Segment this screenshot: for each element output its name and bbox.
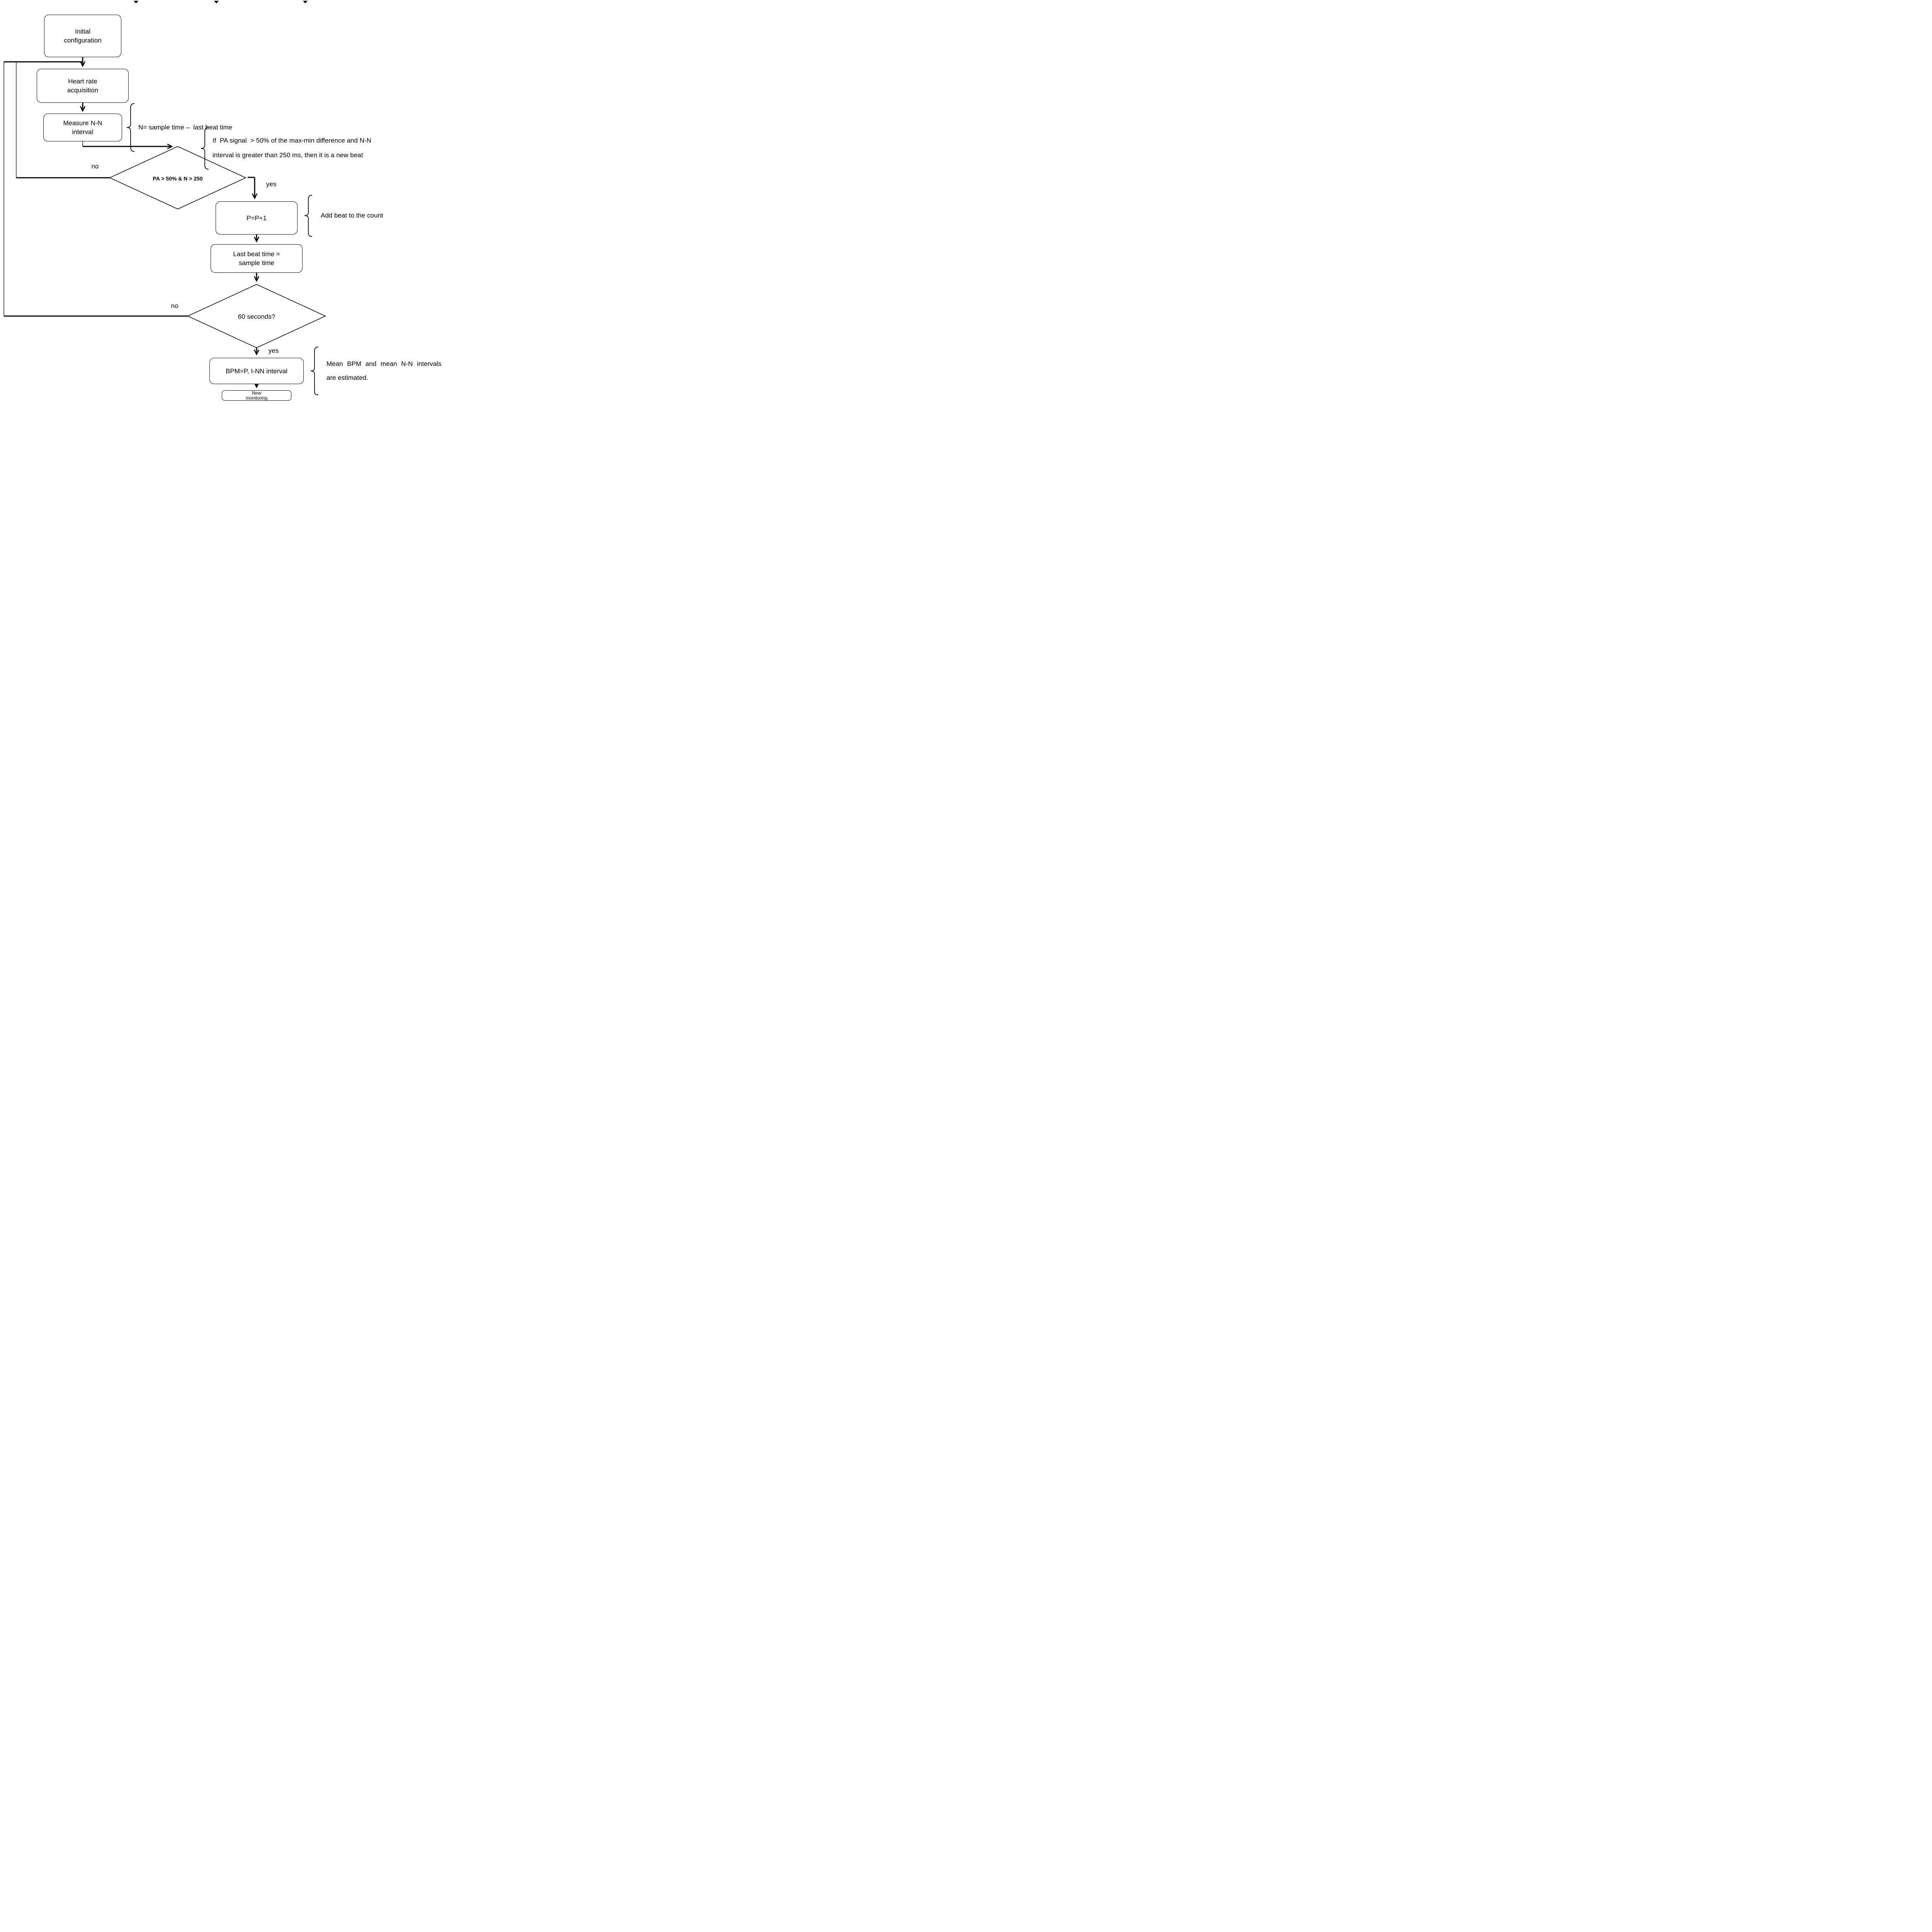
decision-pa-label: PA > 50% & N > 250 [153,175,203,182]
top-crop-mark-2 [214,1,219,3]
node-last-beat-time: Last beat time = sample time [211,244,303,273]
edge-label-pa-yes: yes [266,180,277,188]
annotation-add-beat: Add beat to the count [321,212,383,219]
brace-pa-rule [201,127,209,170]
annotation-pa-rule-line2: interval is greater than 250 ms, then it… [213,151,363,159]
edge-label-pa-no: no [91,163,99,170]
brace-nn-formula [126,103,135,152]
brace-mean-bpm [310,347,319,395]
decision-pa-diamond [109,146,247,209]
node-bpm-estimate: BPM=P, I-NN interval [209,358,304,384]
edge-label-60s-no: no [171,302,179,310]
annotation-pa-rule-line1: If PA signal > 50% of the max-min differ… [213,137,371,144]
brace-add-beat [304,195,313,237]
annotation-mean-bpm-line1: Mean BPM and mean N-N intervals [327,360,442,367]
top-crop-mark-1 [134,1,138,3]
node-heart-rate-acquisition: Heart rate acquisition [37,69,129,103]
node-initial-configuration: Initial configuration [44,15,121,57]
top-crop-mark-3 [303,1,308,3]
flowchart-canvas: Initial configuration Heart rate acquisi… [0,0,463,401]
decision-60s-label: 60 seconds? [238,313,276,320]
annotation-nn-formula: N= sample time – last beat time [138,124,233,131]
node-new-monitoring: New monitoring [222,390,291,401]
node-p-increment: P=P+1 [216,201,298,235]
flowchart-connectors [3,1,326,395]
node-measure-nn-interval: Measure N-N interval [43,114,122,141]
decision-60s-diamond [187,284,326,348]
annotation-mean-bpm-line2: are estimated. [327,374,368,381]
edge-label-60s-yes: yes [268,347,279,354]
